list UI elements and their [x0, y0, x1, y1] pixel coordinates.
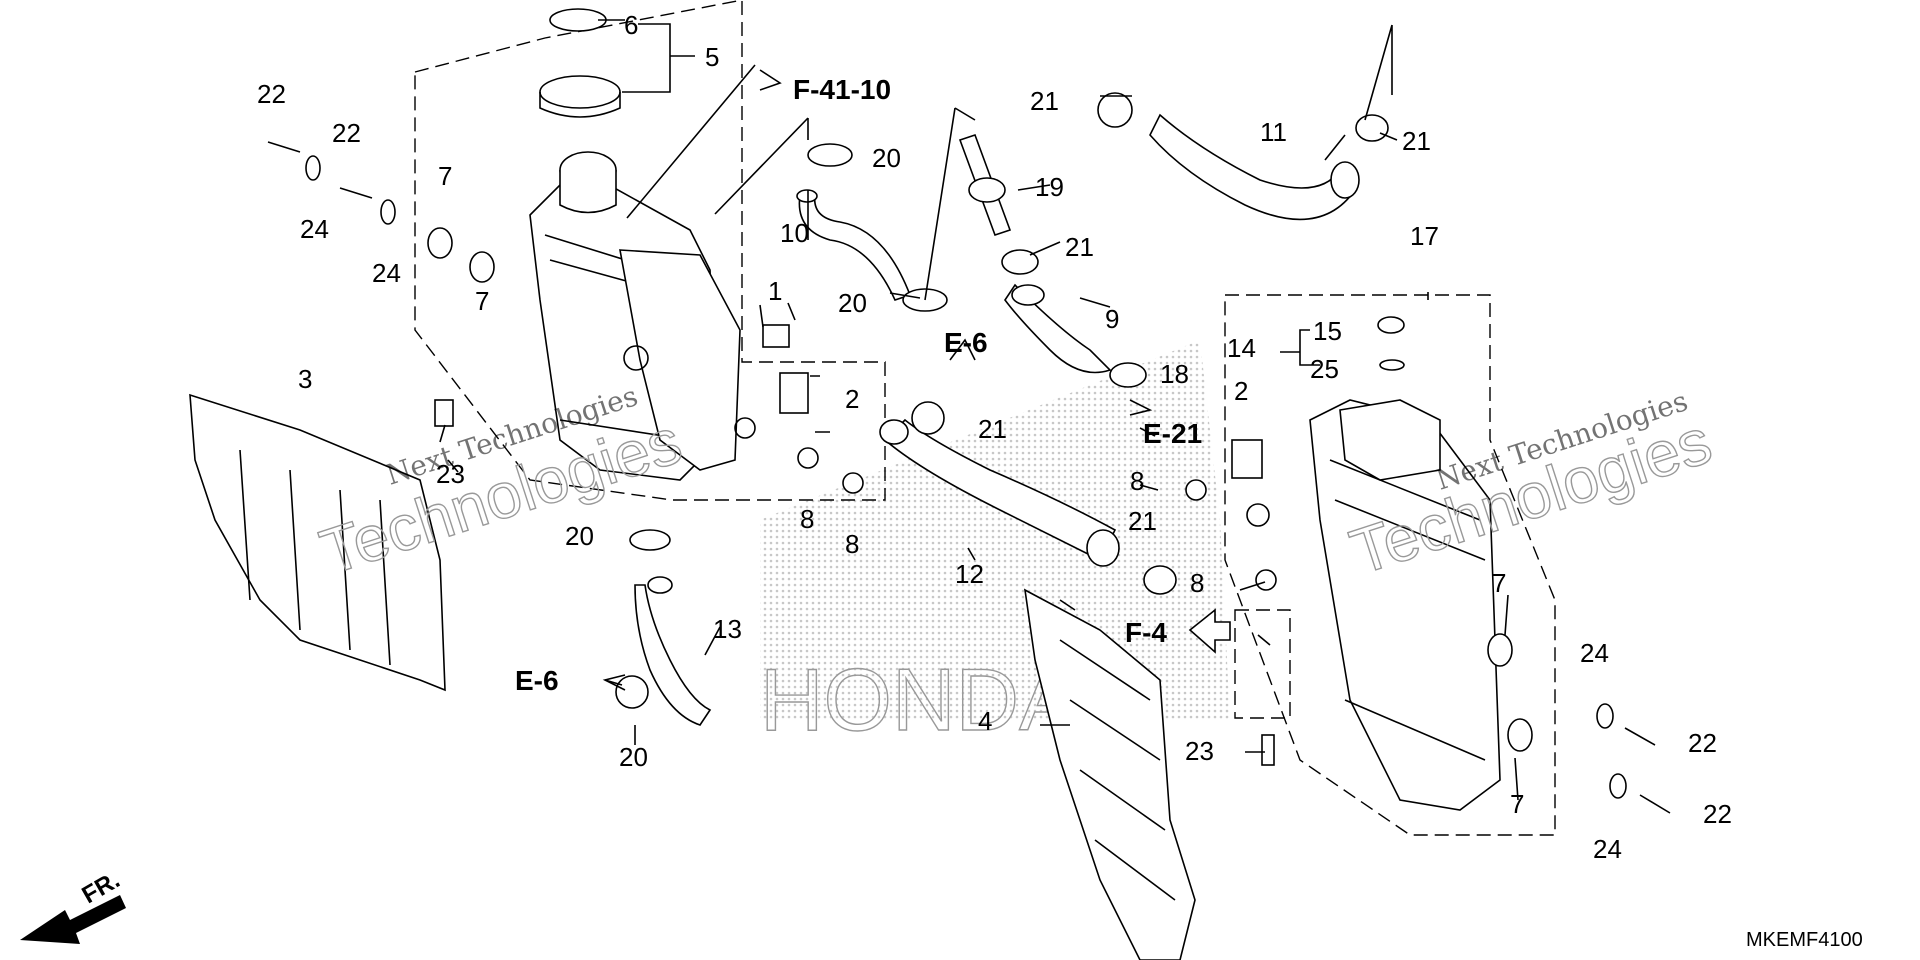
small-parts	[434, 316, 1405, 766]
callout-21-d: 21	[1402, 126, 1431, 156]
hose-12	[879, 418, 1120, 567]
callout-20-d: 20	[619, 742, 648, 772]
callout-10: 10	[780, 218, 809, 248]
reference-labels: F-41-10 E-6 E-6 E-21 F-4	[515, 74, 1202, 696]
callout-24-b: 24	[372, 258, 401, 288]
callout-20-b: 20	[838, 288, 867, 318]
callout-9: 9	[1105, 304, 1119, 334]
callouts: 6 5 22 22 24 24 7 7 20 10 20 1 2 3 23 20…	[257, 10, 1732, 864]
bolts-and-washers	[267, 141, 1671, 814]
hose-9	[1004, 283, 1112, 374]
right-reservoir	[1339, 399, 1441, 481]
callout-22-d: 22	[1703, 799, 1732, 829]
clamps	[615, 92, 1389, 709]
callout-7-a: 7	[438, 161, 452, 191]
callout-7-d: 7	[1510, 789, 1524, 819]
callout-2-b: 2	[1234, 376, 1248, 406]
radiator-cap	[539, 8, 621, 118]
callout-22-c: 22	[1688, 728, 1717, 758]
diagram-code: MKEMF4100	[1746, 929, 1863, 951]
reservoir-tank	[559, 151, 617, 214]
center-shroud	[1023, 588, 1196, 960]
callout-24-d: 24	[1593, 834, 1622, 864]
left-shroud	[189, 393, 446, 692]
callout-21-a: 21	[978, 414, 1007, 444]
brand-watermark-text: HONDA	[760, 650, 1078, 749]
callout-4: 4	[978, 706, 992, 736]
grommets	[427, 227, 1533, 752]
ref-e-21: E-21	[1143, 418, 1202, 449]
callout-21-b: 21	[1065, 232, 1094, 262]
callout-18: 18	[1160, 359, 1189, 389]
callout-6: 6	[624, 10, 638, 40]
callout-15: 15	[1313, 316, 1342, 346]
callout-5: 5	[705, 42, 719, 72]
callout-24-c: 24	[1580, 638, 1609, 668]
callout-13: 13	[713, 614, 742, 644]
callout-1: 1	[768, 276, 782, 306]
callout-7-b: 7	[475, 286, 489, 316]
callout-19: 19	[1035, 172, 1064, 202]
callout-14: 14	[1227, 333, 1256, 363]
callout-25: 25	[1310, 354, 1339, 384]
ref-e-6-top: E-6	[944, 327, 988, 358]
callout-17: 17	[1410, 221, 1439, 251]
callout-22-a: 22	[257, 79, 286, 109]
brand-watermark: HONDA	[759, 340, 1230, 750]
callout-8-b: 8	[845, 529, 859, 559]
left-radiator	[529, 179, 756, 481]
ref-f-4: F-4	[1125, 617, 1167, 648]
callout-22-b: 22	[332, 118, 361, 148]
hose-11	[1149, 113, 1360, 221]
ref-e-6-left: E-6	[515, 665, 559, 696]
callout-21-e: 21	[1128, 506, 1157, 536]
front-direction-arrow	[20, 895, 126, 944]
callout-21-c: 21	[1030, 86, 1059, 116]
callout-8-d: 8	[1190, 568, 1204, 598]
hose-19	[958, 133, 1012, 237]
callout-20-a: 20	[872, 143, 901, 173]
callout-11: 11	[1260, 117, 1287, 147]
callout-23-a: 23	[436, 459, 465, 489]
callout-23-b: 23	[1185, 736, 1214, 766]
ref-f-41-10: F-41-10	[793, 74, 891, 105]
callout-20-c: 20	[565, 521, 594, 551]
callout-3: 3	[298, 364, 312, 394]
callout-12: 12	[955, 559, 984, 589]
callout-7-c: 7	[1492, 568, 1506, 598]
reference-arrows	[602, 69, 1231, 691]
callout-8-c: 8	[1130, 466, 1144, 496]
leader-lines	[439, 19, 1519, 801]
hose-10	[796, 189, 912, 301]
callout-24-a: 24	[300, 214, 329, 244]
hose-13	[634, 576, 712, 726]
callout-2-a: 2	[845, 384, 859, 414]
callout-8-a: 8	[800, 504, 814, 534]
